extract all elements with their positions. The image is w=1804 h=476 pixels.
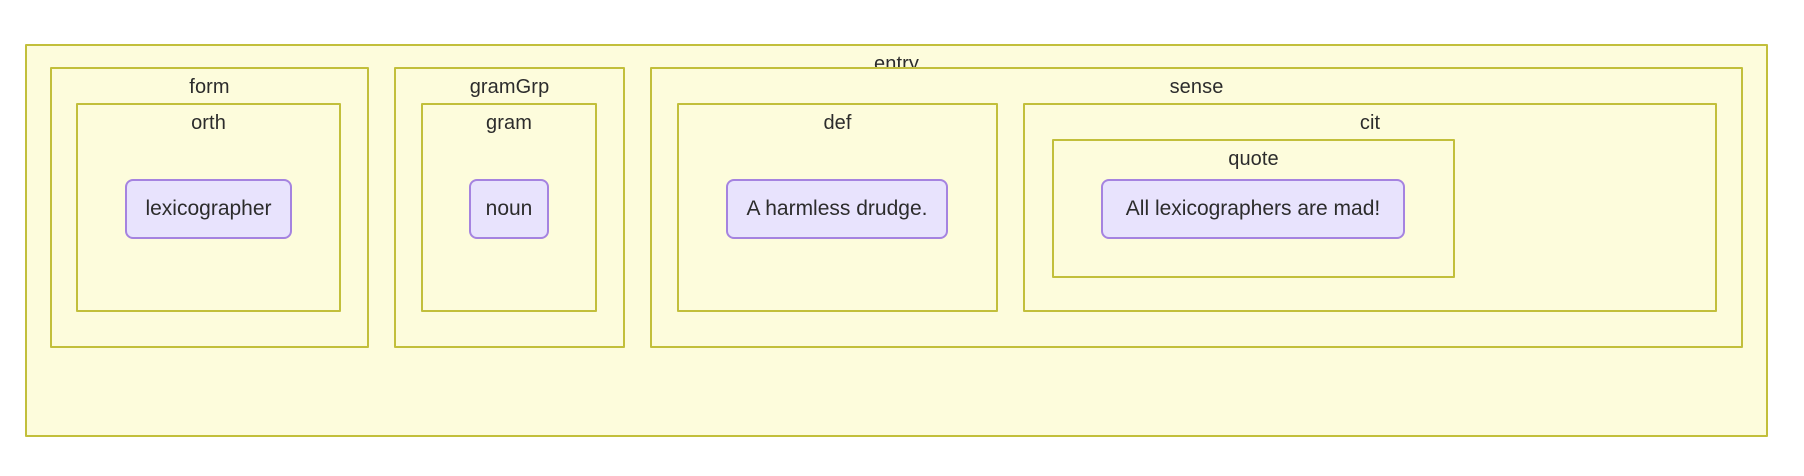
text-node-gram[interactable]: noun: [469, 179, 549, 239]
element-label-cit: cit: [1359, 112, 1381, 134]
element-label-def: def: [823, 112, 852, 134]
element-label-form: form: [189, 76, 230, 98]
element-label-quote: quote: [1228, 148, 1279, 170]
text-node-orth[interactable]: lexicographer: [125, 179, 292, 239]
element-label-orth: orth: [191, 112, 226, 134]
text-node-def[interactable]: A harmless drudge.: [726, 179, 948, 239]
element-label-gram: gram: [486, 112, 532, 134]
text-node-quote[interactable]: All lexicographers are mad!: [1101, 179, 1405, 239]
element-label-gramgrp: gramGrp: [469, 76, 550, 98]
element-label-sense: sense: [1169, 76, 1224, 98]
